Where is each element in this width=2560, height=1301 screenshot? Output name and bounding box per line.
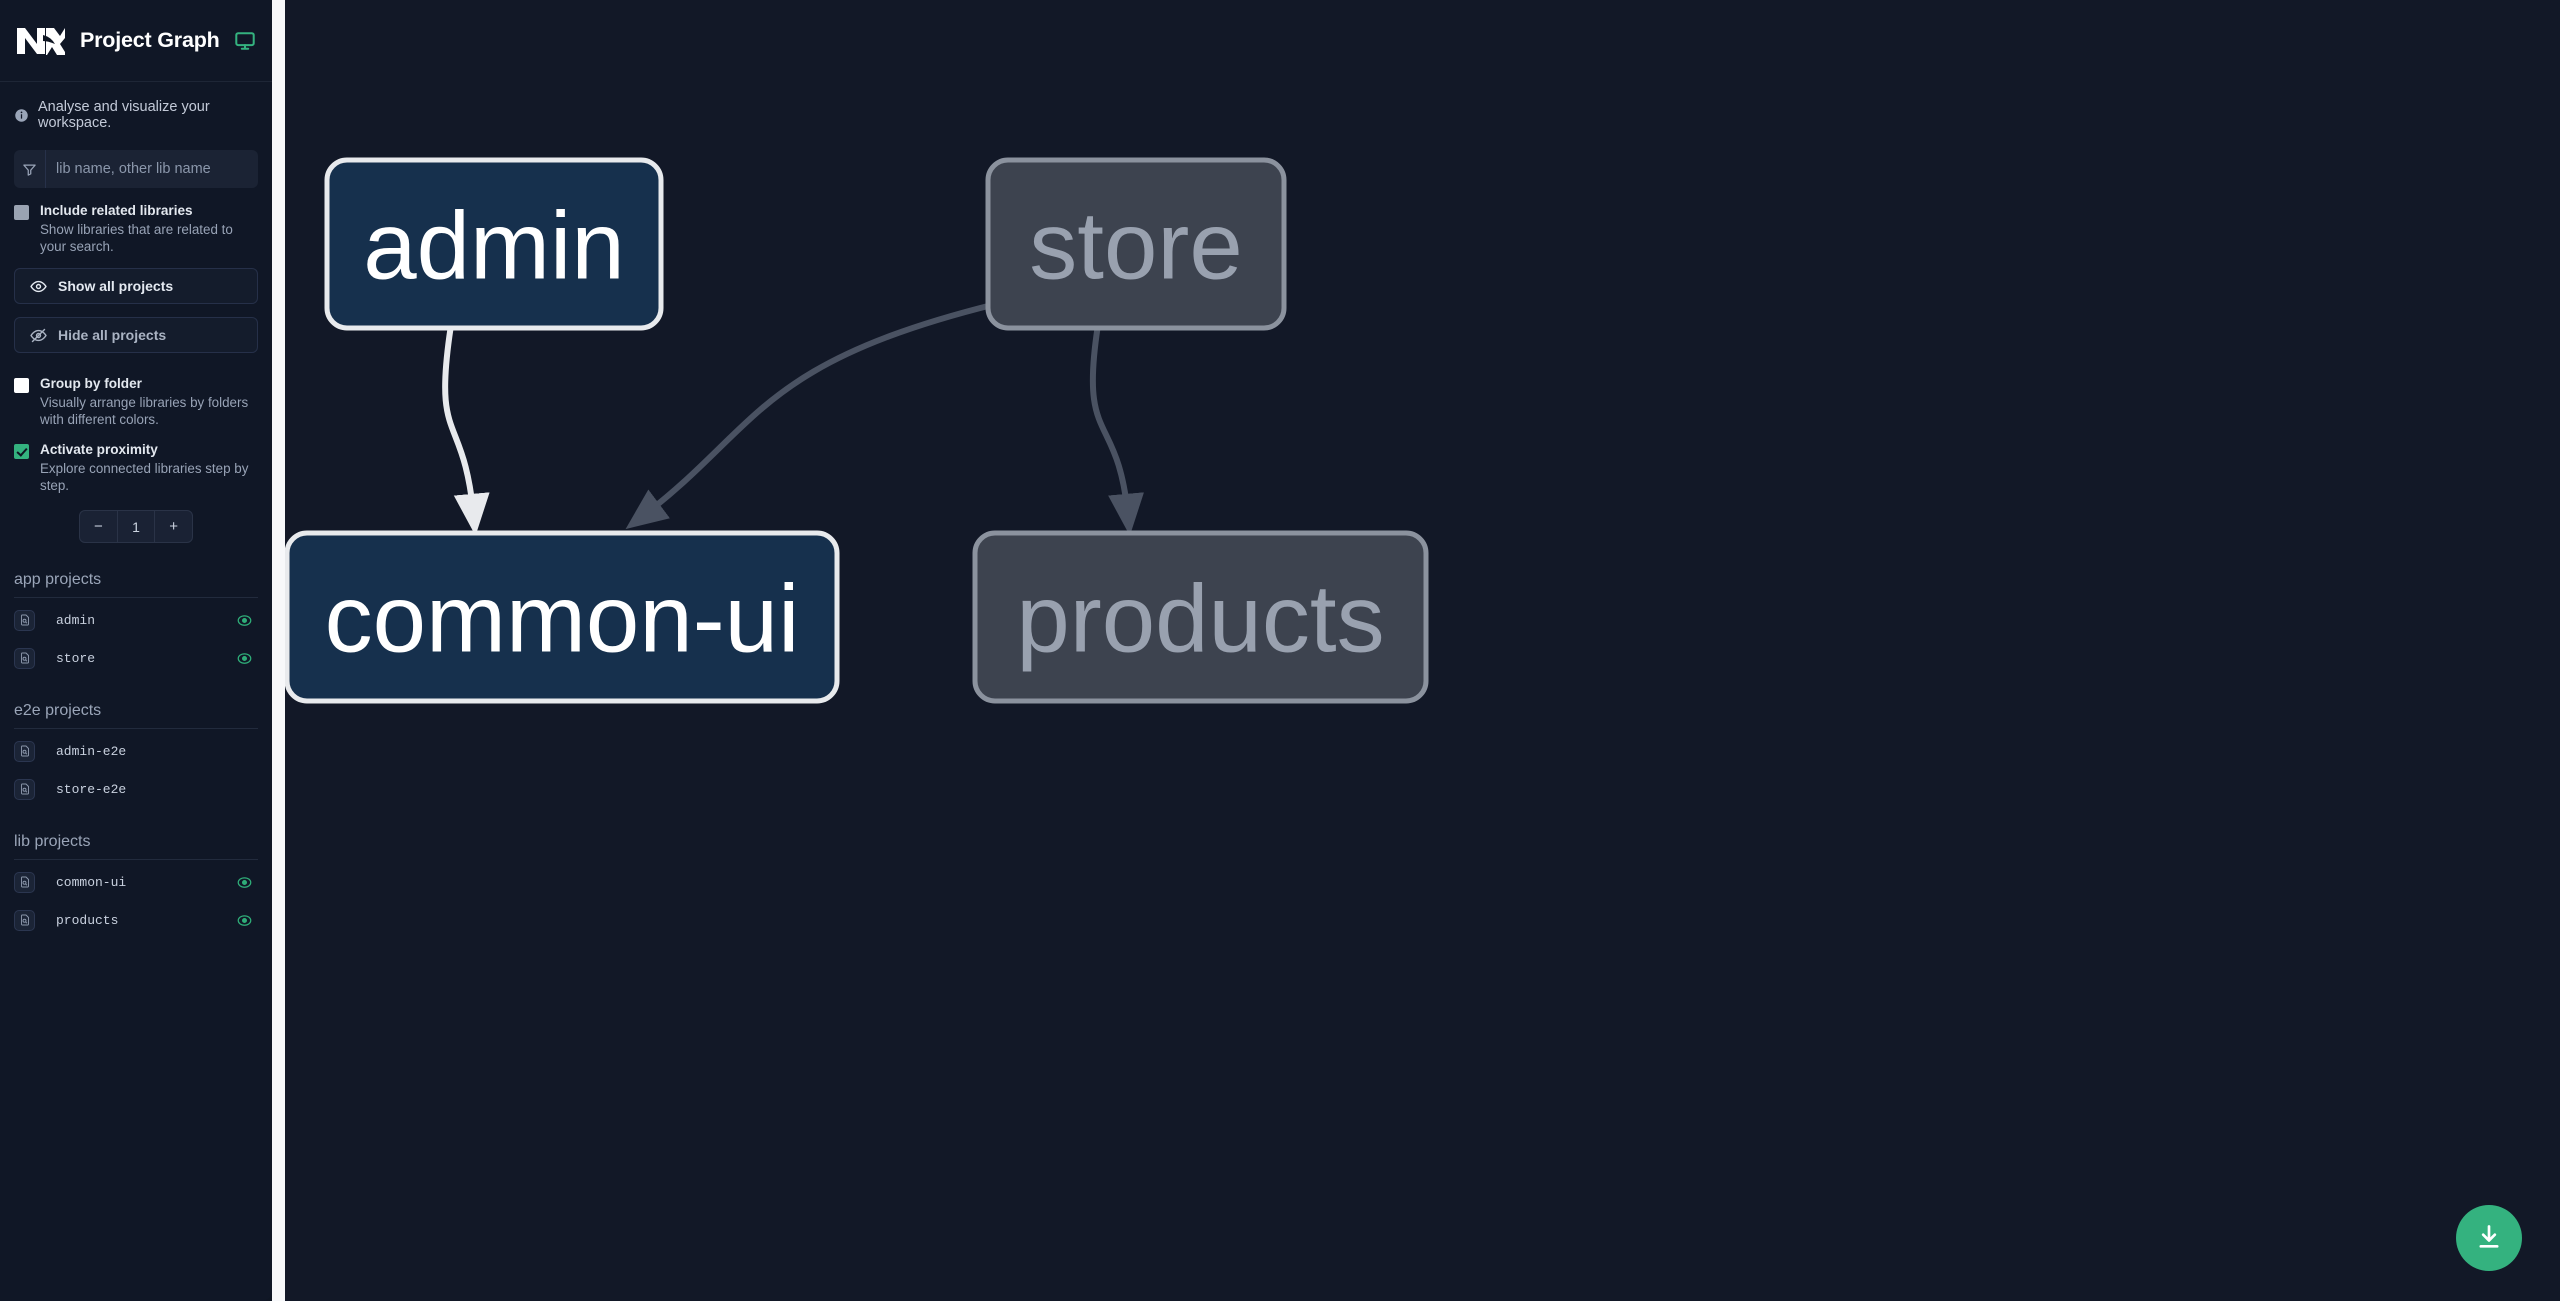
eye-off-icon (30, 327, 47, 344)
sidebar-scrollbar[interactable] (272, 0, 285, 1301)
graph-node-common-ui[interactable]: common-ui (285, 530, 840, 704)
include-related-checkbox[interactable] (14, 205, 29, 220)
toggle-visibility-icon[interactable] (237, 651, 252, 666)
search-input[interactable] (46, 150, 258, 188)
project-file-icon (14, 740, 35, 762)
node-box[interactable] (324, 157, 664, 331)
search-row[interactable] (14, 150, 258, 188)
eye-icon (30, 278, 47, 295)
project-list-item[interactable]: products (14, 904, 258, 936)
graph-node-products[interactable]: products (972, 530, 1429, 704)
download-icon (2475, 1223, 2503, 1254)
hide-all-projects-button[interactable]: Hide all projects (14, 317, 258, 353)
option-activate-proximity[interactable]: Activate proximity Explore connected lib… (14, 441, 258, 494)
project-file-icon (14, 909, 35, 931)
project-group-title: app projects (14, 571, 258, 598)
node-label: common-ui (325, 566, 800, 673)
graph-edge-store-to-products (1089, 327, 1144, 536)
node-label: admin (363, 193, 624, 300)
sidebar-header: Project Graph (0, 0, 272, 82)
group-by-folder-checkbox[interactable] (14, 378, 29, 393)
project-name: store (56, 650, 96, 666)
project-list-item[interactable]: store (14, 642, 258, 674)
tagline: Analyse and visualize your workspace. (0, 82, 272, 131)
nx-logo (16, 22, 66, 60)
toggle-visibility-icon[interactable] (237, 875, 252, 890)
project-name: admin (56, 612, 96, 628)
project-name: admin-e2e (56, 743, 127, 759)
download-image-button[interactable] (2456, 1205, 2522, 1271)
project-name: common-ui (56, 874, 127, 890)
proximity-stepper[interactable]: − 1 + (79, 510, 193, 543)
node-label: store (1029, 193, 1242, 300)
monitor-icon[interactable] (234, 30, 256, 52)
project-list-item[interactable]: admin (14, 604, 258, 636)
node-label: products (1016, 566, 1384, 673)
graph-edges (442, 301, 1144, 536)
show-all-projects-label: Show all projects (58, 278, 174, 294)
hide-all-projects-label: Hide all projects (58, 327, 167, 343)
graph-edge-store-to-common-ui (625, 301, 995, 530)
node-box[interactable] (985, 157, 1287, 331)
show-all-projects-button[interactable]: Show all projects (14, 268, 258, 304)
filter-icon-box (14, 150, 46, 188)
graph-canvas[interactable]: admin store common-ui products (285, 0, 2560, 1301)
option-group-by-folder[interactable]: Group by folder Visually arrange librari… (14, 375, 258, 428)
include-related-label: Include related libraries (40, 203, 193, 218)
toggle-visibility-icon[interactable] (237, 913, 252, 928)
project-list-item[interactable]: common-ui (14, 866, 258, 898)
toggle-visibility-icon[interactable] (237, 613, 252, 628)
tagline-text: Analyse and visualize your workspace. (38, 99, 210, 131)
project-group-title: e2e projects (14, 702, 258, 729)
funnel-icon (22, 162, 37, 177)
proximity-value: 1 (116, 511, 155, 542)
info-icon (14, 108, 29, 123)
graph-edge-admin-to-common-ui (442, 327, 490, 536)
project-name: products (56, 912, 119, 928)
project-file-icon (14, 871, 35, 893)
graph-node-admin[interactable]: admin (324, 157, 664, 331)
graph-node-store[interactable]: store (985, 157, 1287, 331)
node-box[interactable] (285, 530, 840, 704)
group-by-folder-label: Group by folder (40, 376, 142, 391)
node-box[interactable] (972, 530, 1429, 704)
proximity-increment-button[interactable]: + (154, 511, 192, 542)
project-file-icon (14, 647, 35, 669)
graph-nodes: admin store common-ui products (285, 157, 1429, 704)
activate-proximity-description: Explore connected libraries step by step… (40, 461, 249, 493)
option-include-related[interactable]: Include related libraries Show libraries… (14, 202, 258, 255)
page-title: Project Graph (80, 28, 220, 52)
project-groups: app projects admin store e2e projects admin-… (14, 571, 258, 936)
sidebar: Project Graph Analyse and visualize your… (0, 0, 272, 1301)
group-by-folder-description: Visually arrange libraries by folders wi… (40, 395, 249, 427)
project-name: store-e2e (56, 781, 127, 797)
project-list-item[interactable]: admin-e2e (14, 735, 258, 767)
project-list-item[interactable]: store-e2e (14, 773, 258, 805)
project-file-icon (14, 609, 35, 631)
project-file-icon (14, 778, 35, 800)
activate-proximity-checkbox[interactable] (14, 444, 29, 459)
activate-proximity-label: Activate proximity (40, 442, 158, 457)
proximity-decrement-button[interactable]: − (93, 518, 103, 535)
project-group-title: lib projects (14, 833, 258, 860)
include-related-description: Show libraries that are related to your … (40, 222, 233, 254)
